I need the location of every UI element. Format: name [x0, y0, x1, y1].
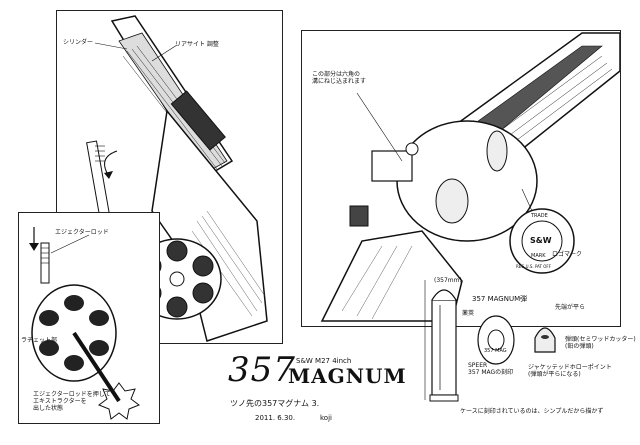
label-case: 薬莢 — [462, 310, 475, 317]
title-357: 357 — [228, 350, 296, 390]
frame-drawing — [320, 32, 620, 322]
label-rear-sight: リアサイト 調整 — [175, 41, 219, 48]
label-extractor: エジェクターロッドを押して エキストラクターを 出した状態 — [33, 391, 111, 412]
logo-reg-text: REG U.S. PAT OFF — [516, 264, 552, 269]
ejector-drawing — [29, 227, 141, 420]
label-ejector-rod: エジェクターロッド — [55, 229, 109, 236]
label-length: (357mm) — [434, 277, 462, 284]
credits-date: 2011. 6.30. — [255, 414, 296, 422]
panel-frame-closeup: この部分は六角の 溝にねじ込まれます ロゴマーク TRADE S&W MARK … — [301, 30, 621, 327]
logo-mid-text: S&W — [530, 236, 552, 245]
logo-bottom-text: MARK — [531, 253, 546, 259]
credits-author: koji — [320, 414, 332, 422]
label-bullet-type: 先端が平ら — [555, 304, 586, 311]
panel-ejector-inset: エジェクターロッド ラチェット部 エジェクターロッドを押して エキストラクターを… — [18, 212, 160, 424]
title-magnum: MAGNUM — [288, 364, 407, 388]
label-ratchet: ラチェット部 — [21, 337, 58, 344]
credits-line1: ツノ先の357マグナム 3. — [230, 399, 320, 408]
label-caliber: 357 MAGNUM弾 — [472, 295, 528, 303]
headstamp-text: 357 MAG — [484, 348, 507, 354]
label-cylinder: シリンダー — [63, 39, 94, 46]
title-subtitle: S&W M27 4inch — [296, 357, 352, 365]
label-logo: ロゴマーク — [552, 251, 583, 258]
label-bottom-note: ケースに刻印されているのは、シンプルだから描かず — [460, 408, 604, 415]
label-headstamp-note: SPEER 357 MAGの刻印 — [468, 362, 514, 376]
logo-top-text: TRADE — [531, 213, 548, 219]
label-bullet-note: 弾頭(セミワッドカッター) (鉛の弾頭) — [565, 336, 636, 350]
label-jacket: ジャケッテッドホローポイント (弾頭が平らになる) — [528, 364, 612, 378]
label-frame-note: この部分は六角の 溝にねじ込まれます — [312, 71, 367, 85]
